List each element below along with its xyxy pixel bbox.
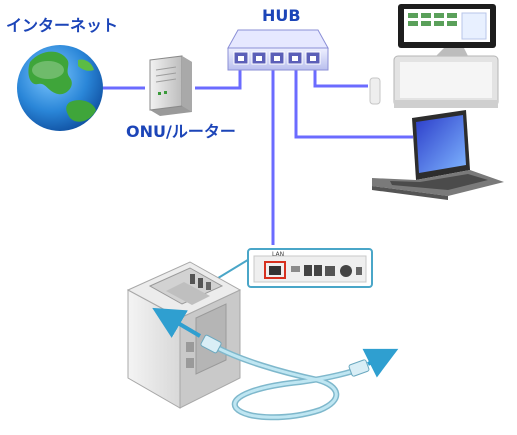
- router-icon: [149, 55, 192, 116]
- line-hub-laptop: [294, 68, 413, 139]
- port-callout: LAN: [204, 248, 373, 288]
- laptop-icon: [372, 110, 504, 200]
- insert-arrow: [152, 307, 202, 338]
- connection-lines: [103, 68, 413, 245]
- onu-router-label: ONU/ルーター: [126, 122, 236, 141]
- lan-port-label: LAN: [272, 251, 284, 258]
- line-router-hub: [195, 68, 242, 90]
- globe-icon: [17, 45, 103, 131]
- cable-direction-arrow: [362, 348, 399, 378]
- printer-icon: [126, 261, 242, 409]
- internet-label: インターネット: [6, 16, 119, 35]
- hub-icon: [227, 29, 329, 71]
- hub-label: HUB: [262, 6, 301, 25]
- pos-terminal-icon: [369, 4, 499, 108]
- line-hub-pos: [313, 68, 368, 88]
- arrow-icon: [152, 307, 399, 378]
- lan-port-highlight: [264, 261, 286, 279]
